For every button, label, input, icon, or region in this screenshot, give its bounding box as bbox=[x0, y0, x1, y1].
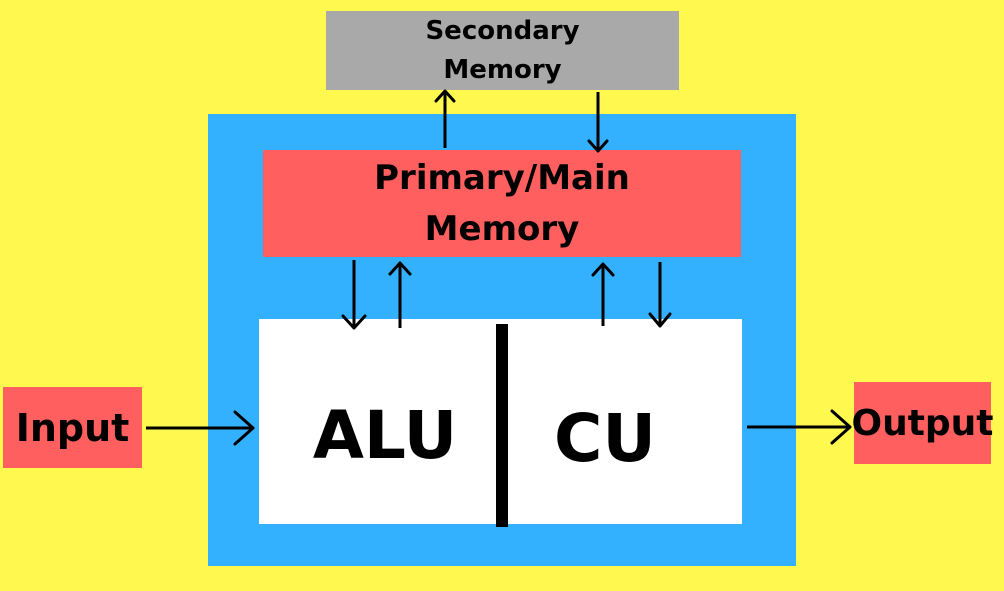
alu-cu-divider bbox=[496, 324, 508, 527]
cu-label: CU bbox=[553, 399, 657, 477]
output-box: Output bbox=[851, 382, 994, 464]
primary-memory-label-line1: Primary/Main bbox=[374, 157, 630, 198]
alu-label: ALU bbox=[312, 396, 458, 474]
secondary-memory-label-line1: Secondary bbox=[425, 15, 580, 46]
secondary-memory-label-line2: Memory bbox=[443, 54, 562, 85]
input-box: Input bbox=[3, 387, 142, 468]
output-label: Output bbox=[851, 402, 994, 444]
primary-memory-label-line2: Memory bbox=[424, 208, 580, 249]
input-label: Input bbox=[15, 405, 130, 450]
primary-memory-box: Primary/Main Memory bbox=[263, 150, 741, 257]
secondary-memory-box: Secondary Memory bbox=[326, 11, 679, 90]
